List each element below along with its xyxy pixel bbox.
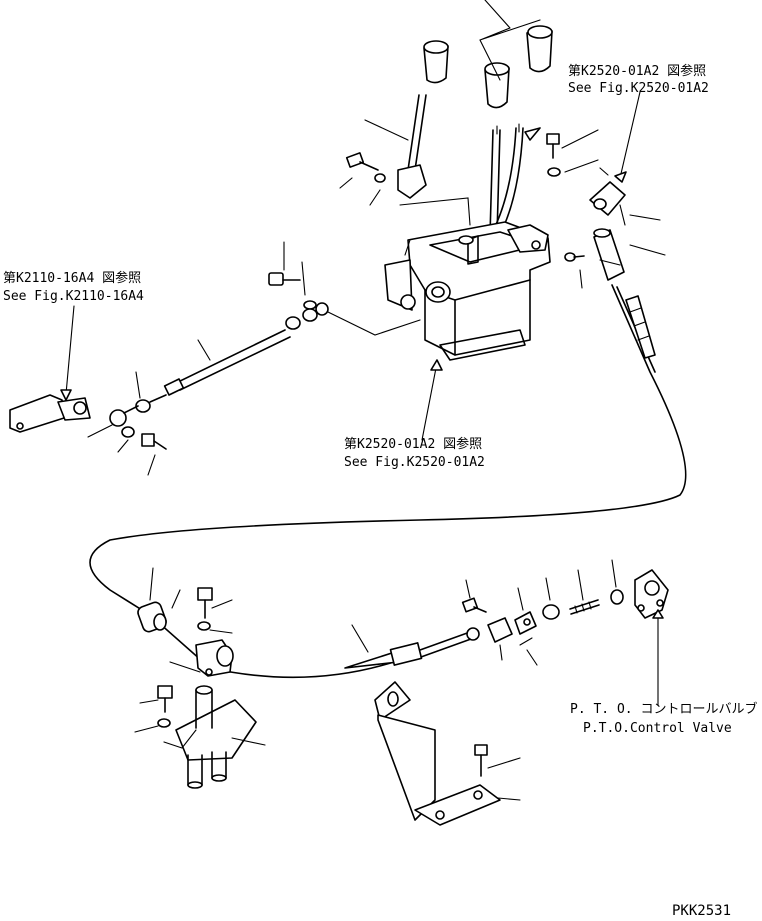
pedal-bracket bbox=[374, 681, 501, 826]
leader-knobs bbox=[479, 0, 541, 81]
washer-plate bbox=[157, 718, 171, 728]
bolt-lower-1 bbox=[461, 597, 487, 613]
leader-ref-left bbox=[65, 305, 75, 395]
control-cable bbox=[89, 284, 687, 679]
lever-rod-middle bbox=[489, 129, 501, 236]
bolt-pedal bbox=[474, 744, 488, 777]
cable-clamp bbox=[137, 601, 167, 633]
linkage-rod bbox=[163, 329, 291, 396]
bolt-linkage bbox=[268, 272, 301, 286]
washer-rod-end bbox=[121, 426, 135, 438]
stud-lower bbox=[569, 599, 600, 615]
clamp-bracket bbox=[195, 639, 234, 677]
nut-lower bbox=[542, 604, 560, 620]
ref-k2110-en: See Fig.K2110-16A4 bbox=[3, 289, 144, 304]
mounting-plate bbox=[175, 685, 257, 789]
bolt-upper-left bbox=[345, 152, 386, 183]
ref-k2520-mid-en: See Fig.K2520-01A2 bbox=[344, 455, 485, 470]
pivot-pin bbox=[564, 252, 585, 262]
clevis-arm bbox=[9, 394, 91, 433]
rod-end-ball bbox=[109, 405, 139, 427]
pivot-sleeve bbox=[593, 228, 625, 281]
lever-rod-left bbox=[407, 94, 427, 171]
ref-k2110-jp: 第K2110-16A4 図参照 bbox=[3, 270, 141, 286]
link-block bbox=[487, 617, 513, 643]
bolt-rod-end bbox=[141, 433, 167, 450]
bolt-upper-right bbox=[546, 133, 561, 177]
leader-box bbox=[399, 197, 471, 226]
lever-knob-left bbox=[423, 40, 449, 84]
ref-k2520-top-jp: 第K2520-01A2 図参照 bbox=[568, 63, 706, 79]
lever-knob-middle bbox=[484, 62, 510, 109]
bolt-plate bbox=[157, 685, 173, 713]
nut-linkage-3 bbox=[315, 302, 329, 316]
lever-knob-right bbox=[526, 25, 553, 73]
pto-label-en: P.T.O.Control Valve bbox=[583, 721, 732, 736]
ref-k2520-mid-jp: 第K2520-01A2 図参照 bbox=[344, 436, 482, 452]
lever-clamp bbox=[397, 164, 427, 199]
nut-linkage-1 bbox=[285, 316, 301, 330]
drawing-code: PKK2531 bbox=[672, 903, 731, 919]
control-box bbox=[384, 221, 551, 361]
leader-ref-mid bbox=[421, 367, 437, 441]
nut-valve bbox=[610, 589, 624, 605]
nut-rod-end bbox=[135, 394, 167, 413]
washer-bracket bbox=[197, 621, 211, 631]
nut-linkage-2 bbox=[302, 308, 318, 322]
pivot-knob bbox=[589, 181, 626, 216]
leader-ref-top bbox=[619, 91, 641, 179]
cable-end-upper bbox=[625, 295, 656, 359]
ref-k2520-top-en: See Fig.K2520-01A2 bbox=[568, 81, 709, 96]
pto-control-valve bbox=[634, 569, 669, 619]
bolt-bracket bbox=[197, 587, 213, 619]
pto-label-jp: P. T. O. コントロールバルブ bbox=[570, 701, 757, 717]
washer-lower-1 bbox=[514, 611, 537, 635]
cable-end-lower bbox=[344, 627, 480, 669]
washer-linkage bbox=[303, 300, 317, 310]
